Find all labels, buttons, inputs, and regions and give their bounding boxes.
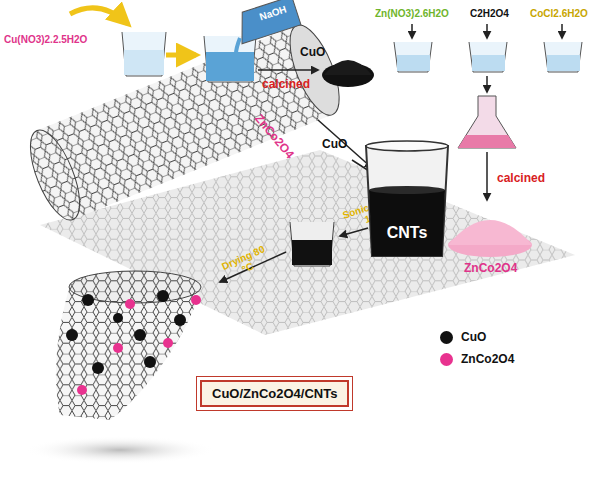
node-text: CuO/ZnCo2O4/CNTs: [212, 386, 337, 401]
legend-item: ZnCo2O4: [440, 352, 514, 366]
reagent-label: Zn(NO3)2.6H2O: [375, 8, 449, 19]
reagent-label: C2H2O4: [470, 8, 509, 19]
process-label: calcined: [262, 78, 310, 91]
legend-text: ZnCo2O4: [461, 352, 514, 366]
legend-swatch: [440, 331, 453, 344]
legend-item: CuO: [440, 330, 486, 344]
reagent-label: CoCl2.6H2O: [530, 8, 588, 19]
reagent-label: Cu(NO3)2.2.5H2O: [4, 34, 87, 45]
reagent-label: CuO: [322, 138, 347, 151]
product-box: CuO/ZnCo2O4/CNTs: [200, 380, 349, 407]
product-label: ZnCo2O4: [464, 262, 517, 275]
legend-text: CuO: [461, 330, 486, 344]
beaker-node: CNTs: [362, 140, 452, 262]
legend-swatch: [440, 353, 453, 366]
node-text: CNTs: [387, 224, 428, 242]
process-label: calcined: [497, 172, 545, 185]
product-label: CuO: [300, 46, 325, 59]
beaker-outline: [362, 140, 452, 262]
